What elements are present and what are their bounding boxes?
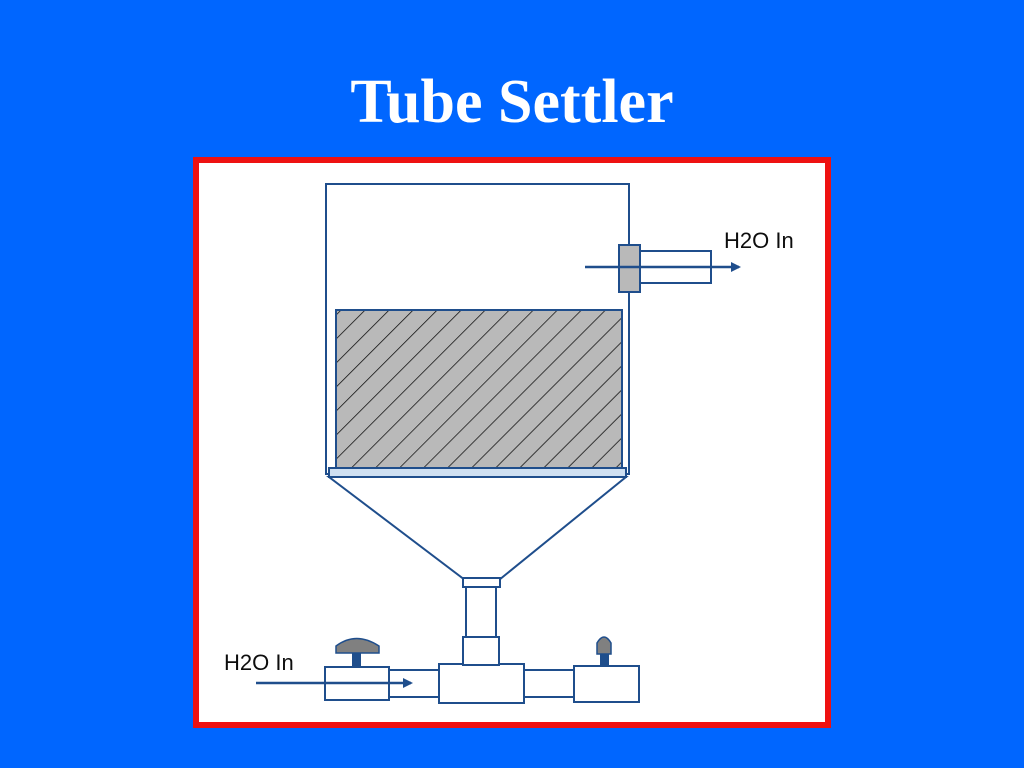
outlet-label: H2O In	[724, 228, 794, 253]
riser-pipe	[465, 586, 497, 641]
slide-title: Tube Settler	[350, 68, 674, 136]
settler-media	[335, 309, 623, 469]
diagram-frame: H2O In H2O In	[193, 157, 831, 728]
outlet-flange	[618, 244, 641, 293]
tube-settler-diagram: H2O In H2O In	[224, 183, 794, 704]
drain-pipe	[523, 669, 575, 698]
drain-valve-body	[573, 665, 640, 703]
drain-valve-stem	[600, 654, 609, 667]
hopper-cone	[326, 476, 629, 581]
inlet-label: H2O In	[224, 650, 294, 675]
left-valve-stem	[352, 652, 361, 668]
tee-fitting-branch	[462, 636, 500, 666]
support-plate	[328, 467, 627, 478]
left-valve-handle	[335, 637, 380, 654]
hopper-neck-ring	[462, 577, 501, 588]
tee-fitting	[438, 663, 525, 704]
drain-valve-handle	[596, 636, 612, 655]
